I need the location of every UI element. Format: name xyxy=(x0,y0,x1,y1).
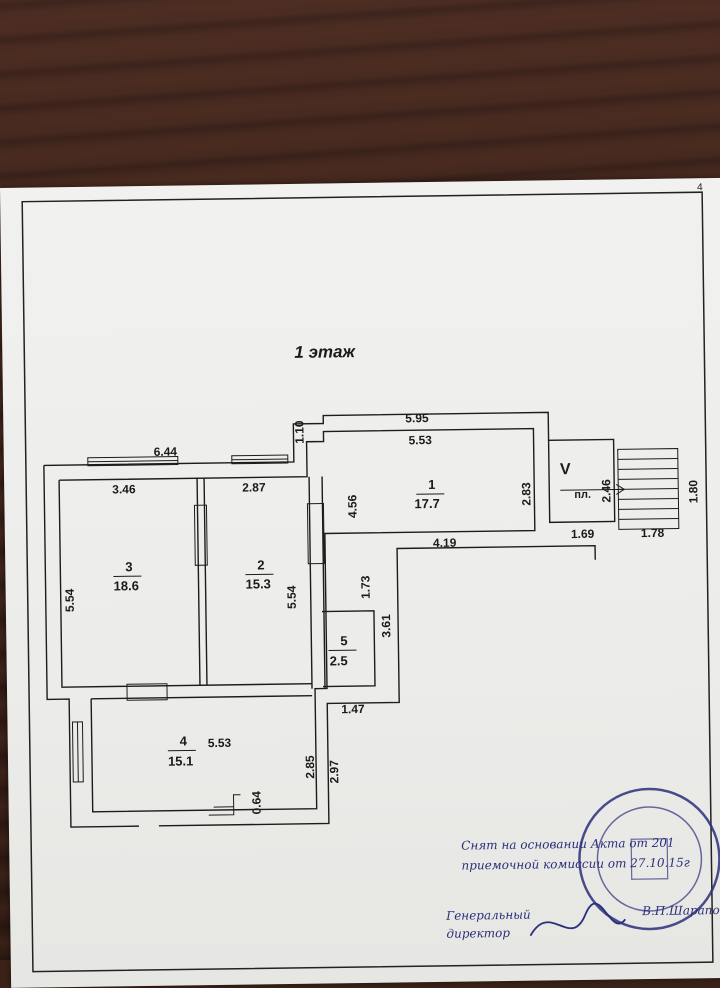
signature-name: В.П.Шарапов xyxy=(641,903,720,918)
svg-text:15.3: 15.3 xyxy=(245,576,271,591)
dim-2-85: 2.85 xyxy=(303,755,317,779)
floor-plan-sheet: 4 1 этаж xyxy=(0,178,720,988)
dim-0-64: 0.64 xyxy=(249,791,263,815)
room-5-label: 5 2.5 xyxy=(328,633,356,668)
svg-text:3: 3 xyxy=(125,559,132,574)
dim-5-54-right: 5.54 xyxy=(285,585,299,609)
room-1-label: 1 17.7 xyxy=(414,477,444,511)
dim-6-44: 6.44 xyxy=(154,445,178,459)
floor-plan-drawing: 4 1 этаж xyxy=(0,178,720,988)
signature-role-line2: директор xyxy=(446,926,510,941)
room-4-label: 4 15.1 xyxy=(168,733,196,768)
dim-5-95: 5.95 xyxy=(405,411,429,425)
room-3-label: 3 18.6 xyxy=(113,559,141,593)
porch-label: V пл. xyxy=(560,461,591,501)
radiator-icon xyxy=(208,795,240,815)
dim-4-56: 4.56 xyxy=(345,494,359,518)
svg-text:1: 1 xyxy=(428,477,435,492)
dim-1-69: 1.69 xyxy=(571,527,595,541)
svg-text:2.5: 2.5 xyxy=(330,653,348,668)
page-number: 4 xyxy=(697,182,703,193)
svg-text:18.6: 18.6 xyxy=(113,578,139,593)
dim-2-97: 2.97 xyxy=(327,760,341,784)
svg-text:15.1: 15.1 xyxy=(168,753,194,768)
dim-2-87: 2.87 xyxy=(242,480,266,494)
dim-5-54-left: 5.54 xyxy=(63,588,77,612)
svg-text:2: 2 xyxy=(257,557,264,572)
dim-1-78: 1.78 xyxy=(641,526,665,540)
stamp-note-line1: Снят на основании Акта от 201 xyxy=(461,836,675,853)
dim-2-46: 2.46 xyxy=(599,479,613,503)
dim-5-53-bottom: 5.53 xyxy=(208,736,232,750)
svg-text:17.7: 17.7 xyxy=(414,496,440,511)
dim-1-80: 1.80 xyxy=(686,480,700,504)
signature-role-line1: Генеральный xyxy=(445,908,531,923)
stamp-note-line2: приемочной комиссии от 27.10.15г xyxy=(461,855,689,872)
svg-text:пл.: пл. xyxy=(574,489,591,501)
dim-1-73: 1.73 xyxy=(358,575,372,599)
dim-2-83: 2.83 xyxy=(519,482,533,506)
svg-text:V: V xyxy=(560,461,571,478)
dim-4-19: 4.19 xyxy=(433,536,457,550)
dim-3-61: 3.61 xyxy=(379,614,393,638)
dim-3-46: 3.46 xyxy=(112,482,136,496)
dim-1-10: 1.10 xyxy=(292,420,306,444)
dim-1-47: 1.47 xyxy=(341,702,365,716)
svg-text:5: 5 xyxy=(340,633,347,648)
room-2-label: 2 15.3 xyxy=(245,557,273,591)
floor-title: 1 этаж xyxy=(294,342,356,362)
svg-text:4: 4 xyxy=(180,733,188,748)
dim-5-53-top: 5.53 xyxy=(408,433,432,447)
handwritten-signature xyxy=(530,903,625,936)
